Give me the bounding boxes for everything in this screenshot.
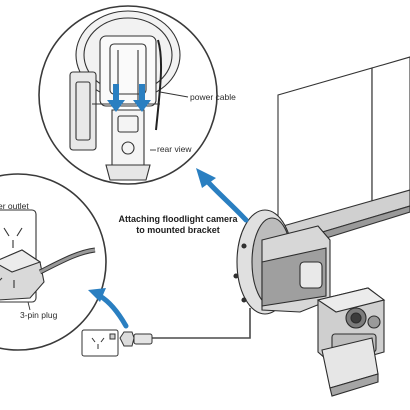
- power-cable: [152, 308, 251, 339]
- caption-line-2: to mounted bracket: [136, 225, 220, 235]
- curved-arrow-icon: [88, 288, 129, 329]
- small-outlet: [81, 329, 119, 357]
- curved-arrow-icon: [196, 168, 249, 223]
- down-arrow-icon: [133, 84, 151, 112]
- caption-line-1: Attaching floodlight camera: [118, 214, 238, 224]
- down-arrow-icon: [107, 84, 125, 112]
- plug-label: 3-pin plug: [20, 310, 58, 320]
- floodlight-camera: [233, 209, 386, 397]
- outlet-detail: er outlet 3-pin plug: [0, 173, 107, 351]
- power-outlet-label: er outlet: [0, 201, 29, 211]
- power-cable-label: power cable: [190, 92, 236, 102]
- rear-view-detail: power cable rear view: [38, 5, 236, 185]
- small-plug: [119, 331, 153, 347]
- rear-view-label: rear view: [157, 144, 192, 154]
